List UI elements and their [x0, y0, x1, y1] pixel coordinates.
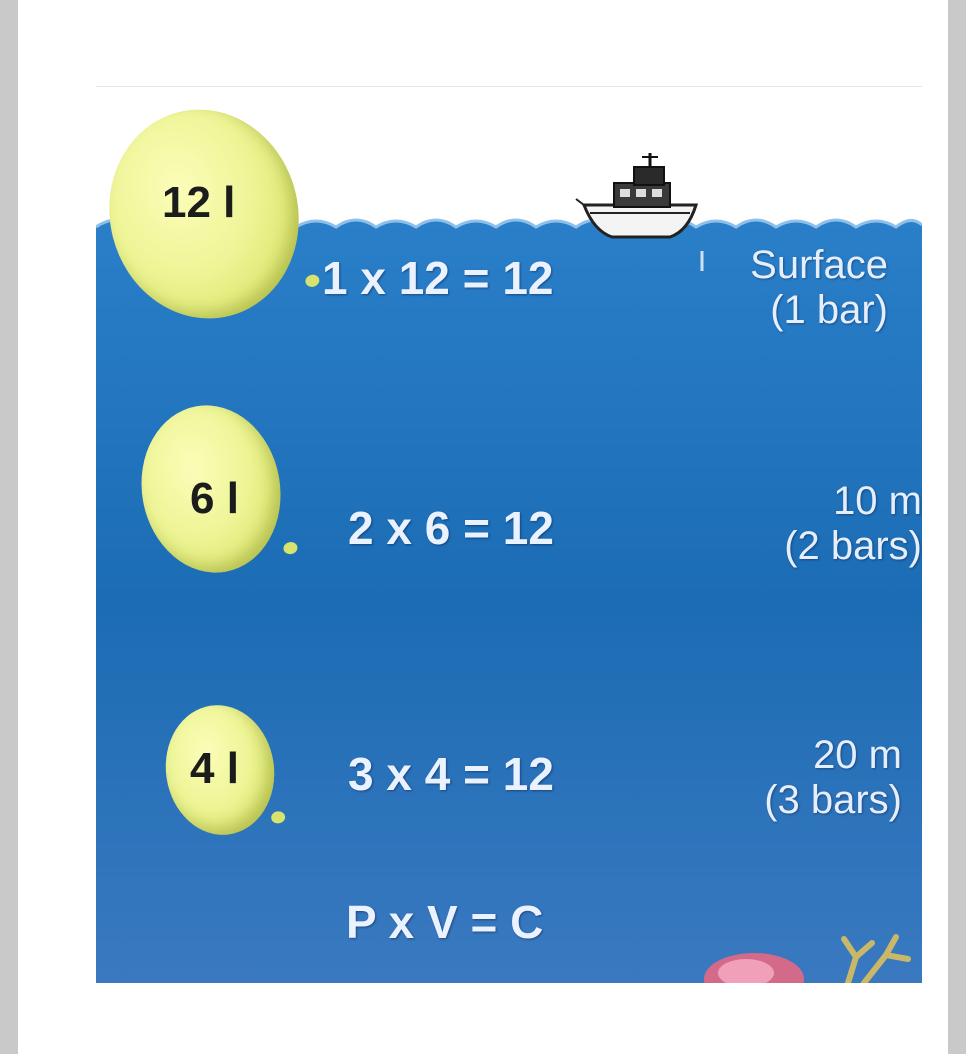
sea-surface [96, 220, 922, 983]
balloon-volume-label: 12 l [162, 178, 236, 227]
coral-icon [704, 934, 911, 983]
equation-row-3: 3 x 4 = 12 [348, 748, 554, 800]
balloon-volume-label: 4 l [190, 744, 239, 793]
equation-row-2: 2 x 6 = 12 [348, 502, 554, 554]
boyles-law-diagram: 12 l 1 x 12 = 12 Surface (1 bar) 6 l 2 x… [96, 86, 922, 983]
boat-icon [575, 153, 699, 239]
equation-row-1: 1 x 12 = 12 [322, 252, 554, 304]
page: 12 l 1 x 12 = 12 Surface (1 bar) 6 l 2 x… [18, 0, 948, 1054]
boyles-law-formula: P x V = C [346, 896, 544, 948]
water-background [96, 153, 922, 983]
depth-line-2: (3 bars) [764, 777, 902, 822]
depth-line-2: (2 bars) [784, 523, 922, 568]
depth-line-1: 10 m [833, 479, 922, 523]
depth-line-1: Surface [750, 243, 888, 287]
balloon-volume-label: 6 l [190, 474, 239, 523]
depth-label-10m: 10 m (2 bars) [784, 479, 922, 569]
depth-line-1: 20 m [813, 733, 902, 777]
depth-label-surface: Surface (1 bar) [750, 243, 888, 333]
depth-label-20m: 20 m (3 bars) [764, 733, 902, 823]
depth-line-2: (1 bar) [770, 287, 888, 332]
